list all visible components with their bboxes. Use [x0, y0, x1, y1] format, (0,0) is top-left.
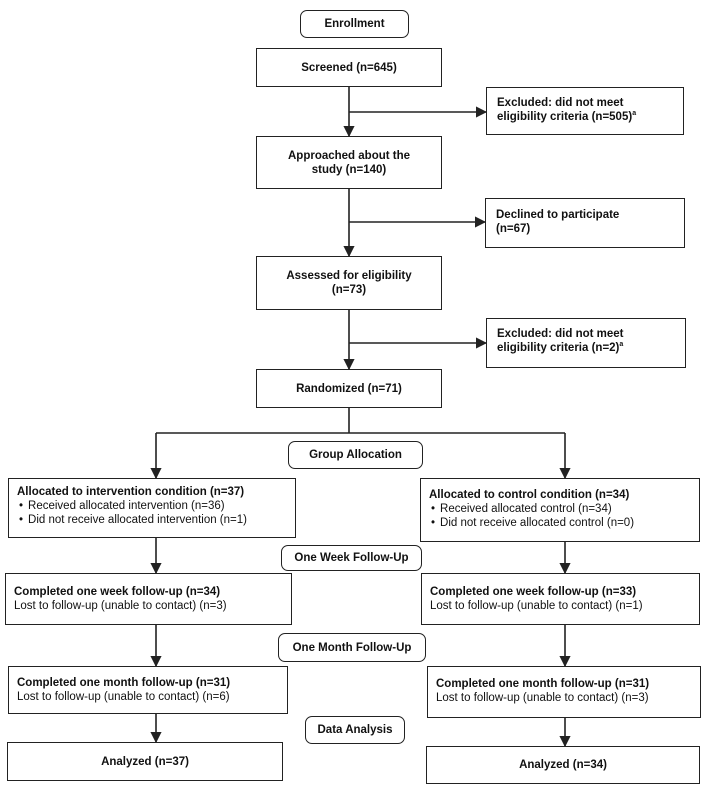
control-week-box: Completed one week follow-up (n=33) Lost… [421, 573, 700, 625]
declined-line1: Declined to participate [496, 209, 620, 221]
declined-box: Declined to participate (n=67) [485, 198, 685, 248]
control-allocated: Allocated to control condition (n=34) [429, 489, 630, 501]
group-allocation-text: Group Allocation [309, 449, 402, 461]
control-month-completed: Completed one month follow-up (n=31) [436, 678, 650, 690]
intervention-allocation-box: Allocated to intervention condition (n=3… [8, 478, 296, 538]
control-not-received: Did not receive allocated control (n=0) [429, 516, 691, 530]
assessed-line2: (n=73) [331, 284, 367, 296]
intervention-month-box: Completed one month follow-up (n=31) Los… [8, 666, 288, 714]
screened-text: Screened (n=645) [301, 61, 397, 74]
data-analysis-label: Data Analysis [305, 716, 405, 744]
intervention-week-lost: Lost to follow-up (unable to contact) (n… [14, 600, 227, 612]
excluded1-box: Excluded: did not meet eligibility crite… [486, 87, 684, 135]
excluded2-footnote: a [619, 341, 624, 349]
control-week-completed: Completed one week follow-up (n=33) [430, 586, 637, 598]
excluded2-box: Excluded: did not meet eligibility crite… [486, 318, 686, 368]
intervention-month-completed: Completed one month follow-up (n=31) [17, 677, 231, 689]
randomized-box: Randomized (n=71) [256, 369, 442, 408]
group-allocation-label: Group Allocation [288, 441, 423, 469]
enrollment-header-text: Enrollment [324, 18, 385, 30]
control-analyzed-box: Analyzed (n=34) [426, 746, 700, 784]
assessed-line1: Assessed for eligibility [286, 270, 412, 282]
excluded1-line1: Excluded: did not meet [497, 97, 624, 109]
excluded1-line2: eligibility criteria (n=505) [497, 111, 633, 123]
one-month-text: One Month Follow-Up [292, 641, 412, 654]
intervention-analyzed-box: Analyzed (n=37) [7, 742, 283, 781]
randomized-text: Randomized (n=71) [296, 382, 402, 395]
assessed-box: Assessed for eligibility (n=73) [256, 256, 442, 310]
excluded2-line1: Excluded: did not meet [497, 328, 624, 340]
control-allocation-box: Allocated to control condition (n=34) Re… [420, 478, 700, 542]
intervention-month-lost: Lost to follow-up (unable to contact) (n… [17, 691, 230, 703]
control-week-lost: Lost to follow-up (unable to contact) (n… [430, 600, 643, 612]
excluded2-line2: eligibility criteria (n=2) [497, 342, 620, 354]
control-analyzed-text: Analyzed (n=34) [519, 759, 607, 771]
intervention-not-received: Did not receive allocated intervention (… [17, 513, 287, 527]
intervention-allocated: Allocated to intervention condition (n=3… [17, 486, 245, 498]
screened-box: Screened (n=645) [256, 48, 442, 87]
data-analysis-text: Data Analysis [317, 724, 393, 736]
excluded1-footnote: a [632, 110, 637, 118]
declined-line2: (n=67) [496, 223, 531, 235]
intervention-received: Received allocated intervention (n=36) [17, 499, 287, 513]
control-month-box: Completed one month follow-up (n=31) Los… [427, 666, 701, 718]
one-month-label: One Month Follow-Up [278, 633, 426, 662]
intervention-week-box: Completed one week follow-up (n=34) Lost… [5, 573, 292, 625]
one-week-text: One Week Follow-Up [294, 552, 409, 564]
intervention-week-completed: Completed one week follow-up (n=34) [14, 586, 221, 598]
approached-line1: Approached about the [287, 149, 411, 162]
enrollment-header: Enrollment [300, 10, 409, 38]
intervention-analyzed-text: Analyzed (n=37) [101, 755, 189, 768]
approached-box: Approached about the study (n=140) [256, 136, 442, 189]
control-month-lost: Lost to follow-up (unable to contact) (n… [436, 692, 649, 704]
approached-line2: study (n=140) [311, 163, 387, 176]
control-received: Received allocated control (n=34) [429, 502, 691, 516]
one-week-label: One Week Follow-Up [281, 545, 422, 571]
